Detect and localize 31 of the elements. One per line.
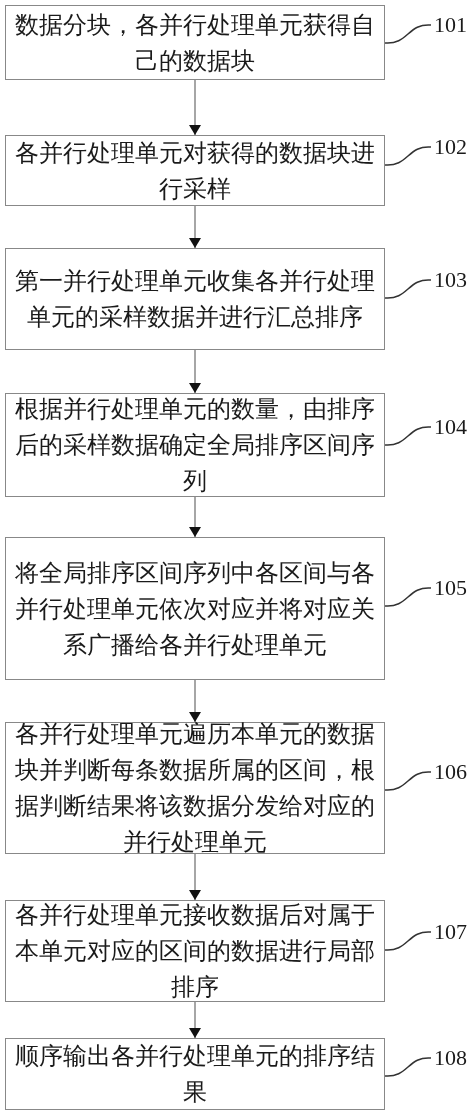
process-box: 各并行处理单元接收数据后对属于本单元对应的区间的数据进行局部排序: [5, 900, 385, 1002]
arrow: [189, 205, 201, 249]
step-number: 102: [434, 135, 467, 159]
leader-line: [384, 587, 432, 607]
arrow: [189, 349, 201, 394]
leader-line: [384, 279, 432, 299]
step-number: 103: [434, 268, 467, 292]
arrow: [189, 79, 201, 136]
leader-line: [384, 146, 432, 166]
process-box: 根据并行处理单元的数量，由排序后的采样数据确定全局排序区间序列: [5, 393, 385, 497]
process-box: 顺序输出各并行处理单元的排序结果: [5, 1038, 385, 1110]
step-number: 105: [434, 576, 467, 600]
arrow: [189, 679, 201, 723]
process-box: 第一并行处理单元收集各并行处理单元的采样数据并进行汇总排序: [5, 248, 385, 350]
step-number: 104: [434, 415, 467, 439]
arrow: [189, 1001, 201, 1039]
process-box: 各并行处理单元遍历本单元的数据块并判断每条数据所属的区间，根据判断结果将该数据分发给对应的并行处理单元: [5, 722, 385, 854]
process-box: 各并行处理单元对获得的数据块进行采样: [5, 135, 385, 206]
step-number: 108: [434, 1046, 467, 1070]
step-number: 101: [434, 13, 467, 37]
leader-line: [384, 24, 432, 44]
leader-line: [384, 771, 432, 791]
arrow: [189, 496, 201, 538]
leader-line: [384, 1057, 432, 1077]
arrow: [189, 853, 201, 901]
process-box: 数据分块，各并行处理单元获得自己的数据块: [5, 5, 385, 80]
leader-line: [384, 426, 432, 446]
step-number: 107: [434, 920, 467, 944]
process-box: 将全局排序区间序列中各区间与各并行处理单元依次对应并将对应关系广播给各并行处理单元: [5, 537, 385, 680]
step-number: 106: [434, 760, 467, 784]
leader-line: [384, 931, 432, 951]
